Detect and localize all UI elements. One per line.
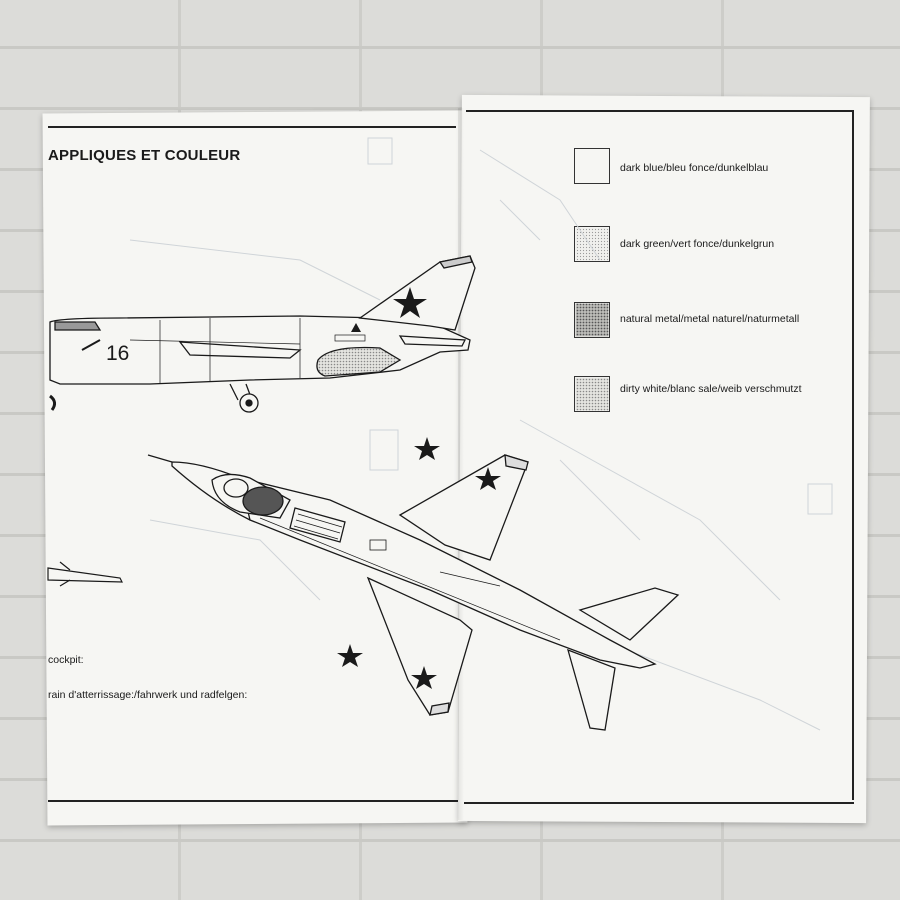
- frame-line-top-right: [466, 110, 854, 112]
- aircraft-top-view: [147, 454, 680, 731]
- aircraft-side-view: [49, 255, 476, 413]
- color-swatch-natural-metal: [574, 302, 610, 338]
- color-label-natural-metal: natural metal/metal naturel/naturmetall: [620, 313, 800, 325]
- red-star-insignia-icons: [337, 287, 501, 689]
- color-swatch-dirty-white: [574, 376, 610, 412]
- star-wing-bottom: [411, 666, 437, 689]
- color-label-dark-green: dark green/vert fonce/dunkelgrun: [620, 238, 775, 250]
- show-through-ghost-lines: [129, 137, 833, 731]
- star-fin: [393, 287, 427, 318]
- frame-line-right: [852, 110, 854, 800]
- color-label-dark-blue: dark blue/bleu fonce/dunkelblau: [620, 162, 769, 174]
- swatch-fill-dark-green: [575, 227, 609, 261]
- aircraft-number: 16: [106, 342, 129, 365]
- star-loose-1: [414, 437, 440, 460]
- frame-line-bottom-right: [464, 802, 854, 804]
- note-cockpit: cockpit:: [48, 654, 84, 666]
- color-swatch-dark-blue: [574, 148, 610, 184]
- frame-line-bottom-left: [48, 800, 458, 802]
- fuselage-marking: [81, 339, 101, 351]
- color-label-dirty-white: dirty white/blanc sale/weib verschmutzt: [620, 383, 802, 395]
- color-swatch-dark-green: [574, 226, 610, 262]
- triangle-marker-icon: [351, 323, 361, 332]
- page-fold: [458, 108, 464, 820]
- page-title: APPLIQUES ET COULEUR: [48, 147, 241, 164]
- swatch-fill-dirty-white: [575, 377, 609, 411]
- star-loose-2: [337, 644, 363, 667]
- missile-drawing: [47, 561, 123, 587]
- frame-line-top-left: [48, 126, 456, 128]
- note-landing-gear: rain d'atterrissage:/fahrwerk und radfel…: [48, 689, 248, 701]
- star-wing-top: [475, 467, 501, 490]
- swatch-fill-natural-metal: [575, 303, 609, 337]
